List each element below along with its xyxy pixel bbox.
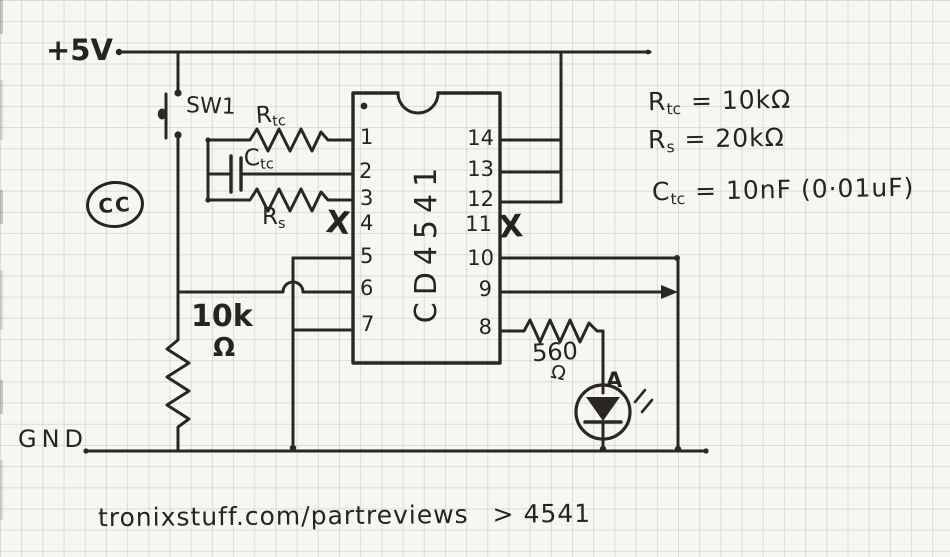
pin9-wire-with-arrow	[498, 285, 678, 299]
ic-pin-label-13: 13	[467, 157, 494, 181]
led-light-ray	[633, 388, 647, 404]
ic-pin-label-10: 10	[467, 246, 494, 270]
sw1-button-actuator	[157, 108, 167, 120]
annotation-ctc-base: C	[651, 176, 671, 207]
ic-pin-label-3: 3	[360, 186, 374, 210]
vcc-label: +5V	[46, 33, 113, 67]
ic-pin-label-9: 9	[478, 277, 492, 301]
cc-badge-text: CC	[97, 191, 133, 218]
ic-outline	[351, 91, 502, 365]
ic-notch	[396, 91, 440, 115]
ic-pin-label-2: 2	[359, 159, 373, 183]
ic-pin-label-1: 1	[360, 125, 374, 149]
annotation-rs-text: = 20kΩ	[684, 122, 785, 154]
annotation-rtc-base: R	[647, 86, 667, 117]
led-resistor-560-symbol	[498, 318, 605, 344]
annotation-ctc-sub: tc	[670, 190, 686, 209]
sw1-pushbutton-symbol	[157, 50, 182, 140]
led-anode-triangle	[586, 397, 620, 421]
ic-pin-label-11: 11	[465, 212, 492, 236]
annotation-rtc-value: Rtc = 10kΩ	[647, 84, 792, 119]
annotation-ctc-value: Ctc = 10nF (0·01uF)	[651, 172, 915, 209]
annotation-rs-sub: s	[666, 138, 675, 157]
footer-caption: tronixstuff.com/partreviews > 4541	[97, 498, 592, 533]
led-symbol	[574, 329, 654, 453]
rs-label-base: R	[262, 204, 278, 230]
pullup-resistor-10k-symbol	[165, 134, 191, 453]
ctc-label-sub: tc	[259, 156, 275, 173]
annotation-ctc-text: = 10nF (0·01uF)	[694, 172, 915, 206]
ic-pin-label-8: 8	[478, 315, 492, 339]
rtc-label-base: R	[255, 101, 273, 129]
ic-pin-label-14: 14	[467, 126, 494, 150]
rtc-label-sub: tc	[271, 112, 287, 130]
rs-label: Rs	[262, 204, 286, 232]
ic-pin-label-5: 5	[360, 244, 374, 268]
pullup-unit-label: Ω	[213, 333, 236, 363]
led-light-ray	[640, 398, 654, 414]
vdd-right-wires	[498, 50, 563, 204]
sw1-label: SW1	[185, 93, 237, 120]
ic-pin-label-6: 6	[360, 276, 374, 300]
scan-edge-shadow	[0, 0, 3, 557]
ic-pin-label-7: 7	[361, 312, 375, 336]
annotation-rtc-sub: tc	[666, 100, 682, 119]
ic-part-number: CD4541	[409, 160, 444, 324]
annotation-rs-value: Rs = 20kΩ	[647, 122, 785, 157]
pullup-value-label: 10k	[191, 299, 253, 334]
rtc-resistor-symbol	[206, 127, 355, 153]
pin11-unused-x-mark: X	[497, 208, 525, 246]
ic-pin-label-4: 4	[360, 211, 374, 235]
ctc-label-base: C	[243, 144, 261, 172]
led-anode-label: A	[606, 368, 623, 392]
rs-label-sub: s	[277, 215, 286, 232]
pin4-unused-x-mark: X	[324, 203, 352, 243]
ctc-label: Ctc	[243, 144, 275, 173]
pin6-wire-with-hop	[176, 280, 355, 294]
annotation-rtc-text: = 10kΩ	[690, 84, 792, 116]
footer-site-text: tronixstuff.com/partreviews	[97, 499, 469, 533]
vcc-rail-wire	[115, 48, 652, 56]
ctc-capacitor-symbol	[206, 154, 355, 194]
rtc-label: Rtc	[255, 101, 287, 130]
ic-pin1-marker-dot	[360, 102, 368, 110]
ic-pin-label-12: 12	[467, 187, 494, 211]
arrowhead	[661, 285, 678, 299]
gnd-label: GND	[18, 425, 89, 453]
rs-resistor-symbol	[206, 187, 355, 213]
rc-network-bus-wire	[205, 137, 211, 203]
output-pin10-wire	[498, 255, 682, 453]
footer-search-ref: > 4541	[492, 498, 592, 529]
pin5-pin7-gnd-wire	[289, 256, 355, 452]
annotation-rs-base: R	[647, 124, 667, 155]
